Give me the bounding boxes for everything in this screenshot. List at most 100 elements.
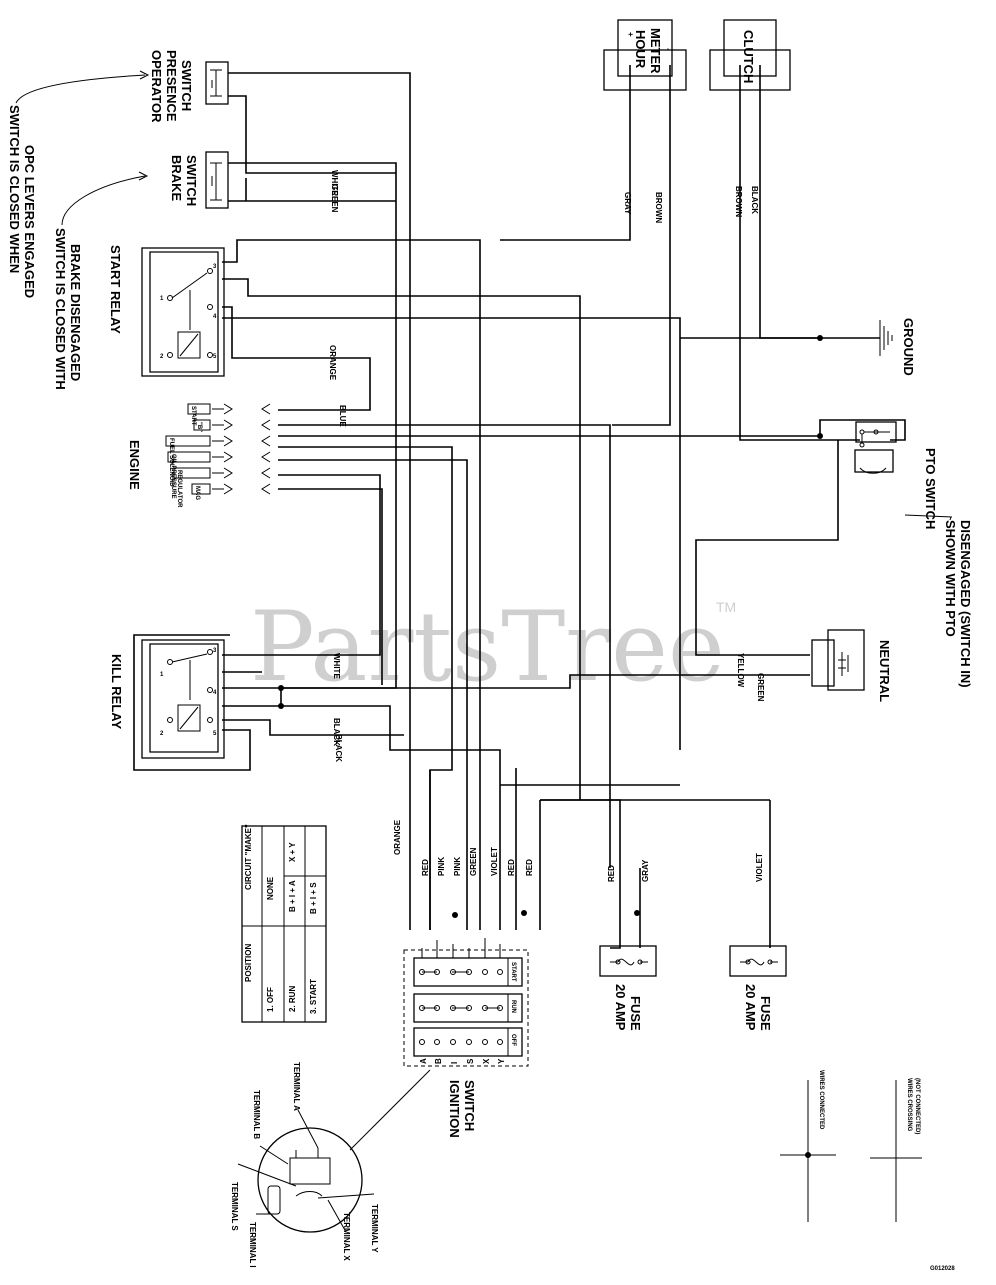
- svg-text:X: X: [482, 1058, 491, 1064]
- note-opc-2: OPC LEVERS ENGAGED: [22, 145, 37, 298]
- terminal-s-label: TERMINAL S: [230, 1182, 239, 1231]
- svg-text:-: -: [664, 48, 673, 51]
- wires: [133, 65, 906, 949]
- start-relay-pin-3: 3: [213, 264, 217, 270]
- kill-relay-pin-4: 4: [213, 690, 217, 696]
- fuse-left-label-1: 20 AMP: [613, 984, 628, 1031]
- watermark-brand: PartsTree: [250, 591, 725, 703]
- wire-label-pink-ign-1: PINK: [437, 857, 446, 876]
- terminal-y-label: TERMINAL Y: [370, 1204, 379, 1253]
- wire-label-violet-ign: VIOLET: [490, 847, 499, 876]
- neutral-switch: NEUTRAL: [811, 629, 892, 702]
- wire-label-gray-fuse: GRAY: [641, 859, 650, 882]
- fuse-left: 20 AMP FUSE: [599, 945, 657, 1031]
- note-brake-2: BRAKE DISENGAGED: [68, 244, 83, 381]
- svg-text:X + Y: X + Y: [288, 842, 297, 862]
- wire-label-green-brake: GREEN: [330, 184, 339, 213]
- wire-label-gray-meter: GRAY: [623, 192, 632, 215]
- ops-label-3: SWITCH: [179, 60, 194, 111]
- kill-relay-label: KILL RELAY: [109, 654, 124, 729]
- start-relay: START RELAY 1 2 3 4 5: [108, 245, 225, 377]
- wire-label-black-clutch: BLACK: [750, 186, 759, 214]
- svg-text:B + I + S: B + I + S: [309, 882, 318, 914]
- engine-label: ENGINE: [127, 440, 142, 490]
- svg-text:OFF: OFF: [510, 1034, 516, 1046]
- svg-text:MAG: MAG: [194, 486, 200, 500]
- pto-switch: PTO SWITCH: [854, 421, 938, 529]
- ignition-row-off: OFF: [413, 1027, 523, 1057]
- terminal-b-label: TERMINAL B: [252, 1090, 261, 1139]
- wire-label-white-brake: WHITE: [330, 170, 339, 196]
- wire-label-blue: BLUE: [338, 405, 347, 427]
- fuse-right-label-1: 20 AMP: [743, 984, 758, 1031]
- table-row-off: 1. OFF: [266, 987, 275, 1012]
- ignition-row-start: START: [413, 957, 523, 987]
- brake-label-1: BRAKE: [169, 155, 184, 202]
- start-relay-pin-4: 4: [213, 314, 217, 320]
- svg-text:REGULATOR: REGULATOR: [176, 470, 182, 508]
- wire-label-red-ign-2: RED: [507, 859, 516, 876]
- svg-text:OIL PRESSURE: OIL PRESSURE: [170, 454, 176, 499]
- svg-text:START: START: [190, 406, 196, 426]
- ignition-truth-table: POSITION CIRCUIT "MAKE" 1. OFF NONE 2. R…: [241, 824, 327, 1023]
- table-header-position: POSITION: [244, 944, 253, 982]
- wire-label-black-kill-1: BLACK: [332, 718, 341, 746]
- clutch: CLUTCH: [709, 19, 791, 91]
- note-brake-1: SWITCH IS CLOSED WITH: [53, 228, 68, 390]
- note-pto-2: DISENGAGED (SWITCH IN): [958, 520, 973, 688]
- notes: SWITCH IS CLOSED WHEN OPC LEVERS ENGAGED…: [7, 70, 973, 688]
- terminal-a-label: TERMINAL A: [292, 1062, 301, 1111]
- svg-text:NONE: NONE: [266, 876, 275, 900]
- ignition-terminal-detail: TERMINAL B TERMINAL A TERMINAL S TERMINA…: [230, 1062, 431, 1268]
- fuse-right-label-2: FUSE: [758, 996, 773, 1031]
- wire-label-red-ign-3: RED: [525, 859, 534, 876]
- start-relay-pin-5: 5: [213, 354, 217, 360]
- table-header-circuit: CIRCUIT "MAKE": [244, 824, 253, 890]
- wire-legend: WIRES CONNECTED WIRES CROSSING (NOT CONN…: [780, 1070, 922, 1222]
- legend-crossing-label-2: (NOT CONNECTED): [914, 1078, 920, 1134]
- ops-label-1: OPERATOR: [149, 50, 164, 123]
- kill-relay-pin-3: 3: [213, 648, 217, 654]
- neutral-label: NEUTRAL: [877, 640, 892, 702]
- wire-label-green-ign: GREEN: [469, 847, 478, 876]
- table-row-run: 2. RUN: [288, 986, 297, 1012]
- brake-switch: BRAKE SWITCH: [169, 151, 229, 209]
- note-pto-1: SHOWN WITH PTO: [943, 520, 958, 637]
- table-row-start: 3. START: [309, 979, 318, 1014]
- pto-switch-label: PTO SWITCH: [923, 448, 938, 529]
- engine-terminal-mag: MAG: [191, 483, 211, 500]
- svg-text:I: I: [450, 1062, 459, 1064]
- kill-relay: KILL RELAY 1 2 3 4 5: [109, 639, 225, 759]
- svg-text:START: START: [510, 962, 516, 982]
- wire-label-yellow: YELLOW: [736, 653, 745, 688]
- wire-label-red-ign-1: RED: [421, 859, 430, 876]
- ignition-switch: START RUN OFF A B I S X Y IGNITION SWITC…: [403, 938, 529, 1138]
- engine-connector: ENGINE START "B" FUEL SOLENOID OIL PRESS…: [127, 403, 271, 508]
- wire-label-orange-ign: ORANGE: [393, 819, 402, 855]
- start-relay-pin-1: 1: [160, 296, 164, 302]
- wire-label-pink-ign-2: PINK: [453, 857, 462, 876]
- watermark: PartsTree TM: [250, 591, 736, 703]
- engine-terminal-oil-pressure: OIL PRESSURE: [167, 451, 211, 499]
- ignition-label-2: SWITCH: [462, 1080, 477, 1131]
- ground-label: GROUND: [901, 318, 916, 376]
- kill-relay-pin-2: 2: [160, 731, 164, 737]
- terminal-x-label: TERMINAL X: [342, 1212, 351, 1261]
- svg-text:A: A: [419, 1058, 428, 1064]
- wire-label-black-kill-2: BLACK: [334, 734, 343, 762]
- svg-text:"B": "B": [196, 422, 202, 432]
- legend-crossing-label-1: WIRES CROSSING: [906, 1078, 912, 1132]
- engine-terminal-regulator: REGULATOR: [173, 467, 211, 508]
- start-relay-pin-2: 2: [160, 354, 164, 360]
- wire-color-labels: WHITE GREEN ORANGE BLUE GRAY BROWN BROWN…: [328, 170, 765, 882]
- legend-connected-label: WIRES CONNECTED: [818, 1070, 824, 1130]
- svg-text:+: +: [626, 32, 635, 37]
- svg-text:B + I + A: B + I + A: [288, 880, 297, 912]
- hour-meter: + HOUR METER -: [603, 19, 687, 91]
- ignition-row-run: RUN: [413, 993, 523, 1023]
- ops-label-2: PRESENCE: [164, 50, 179, 122]
- ignition-label-1: IGNITION: [447, 1080, 462, 1138]
- fuse-left-label-2: FUSE: [628, 996, 643, 1031]
